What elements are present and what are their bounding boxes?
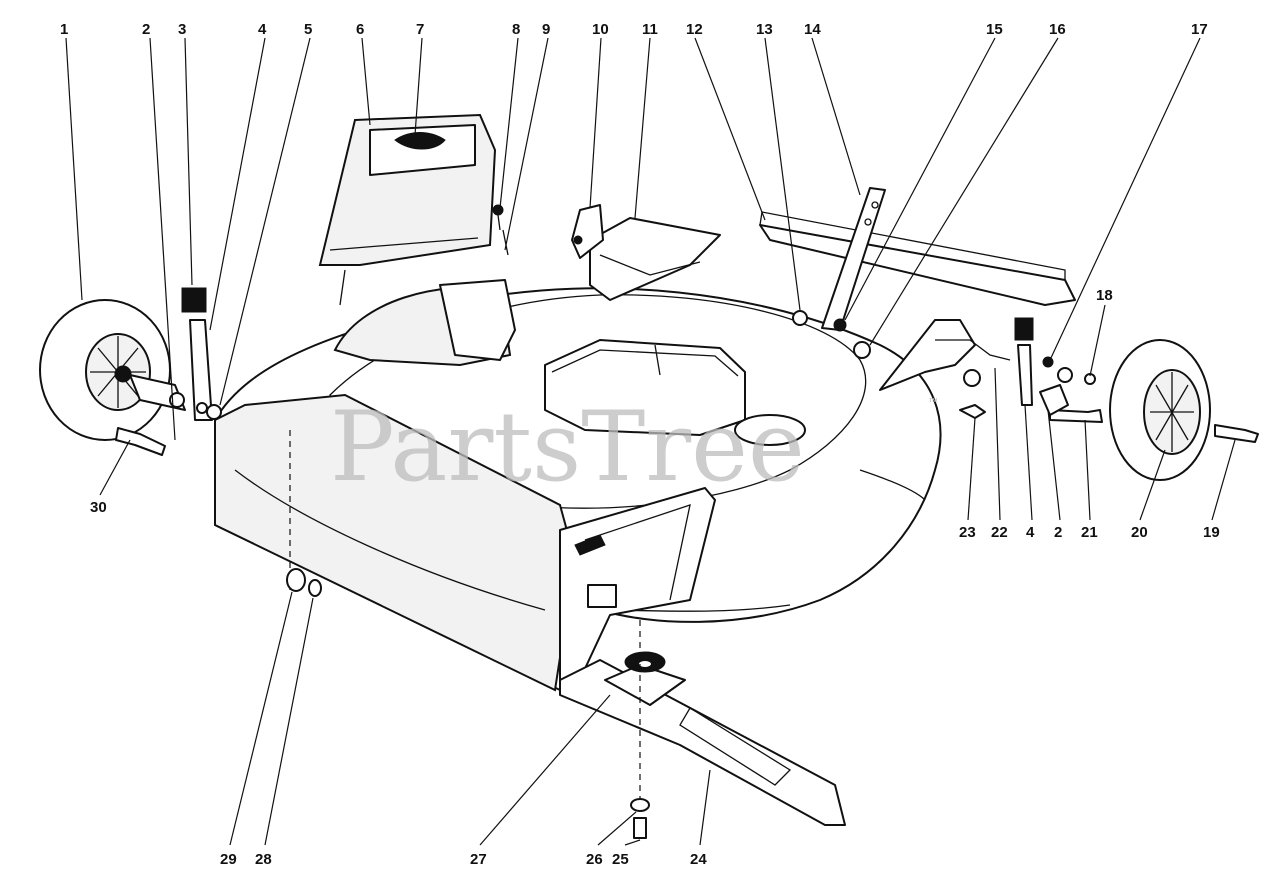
callout-17: 17 [1191,21,1208,38]
callout-19: 19 [1203,524,1220,541]
callout-5: 5 [304,21,312,38]
callout-8: 8 [512,21,520,38]
callout-numbers: 1 2 3 4 5 6 7 8 9 10 11 12 13 14 15 16 1… [60,21,1220,868]
callout-12: 12 [686,21,703,38]
callout-22: 22 [991,524,1008,541]
callout-26: 26 [586,851,603,868]
callout-25: 25 [612,851,629,868]
callout-18: 18 [1096,287,1113,304]
callout-3: 3 [178,21,186,38]
callout-14: 14 [804,21,821,38]
mower-deck [214,217,942,692]
callout-27: 27 [470,851,487,868]
right-wheel-assembly [1014,317,1259,481]
callout-4: 4 [258,21,267,38]
callout-2: 2 [142,21,150,38]
callout-10: 10 [592,21,609,38]
callout-1: 1 [60,21,68,38]
callout-7: 7 [416,21,424,38]
callout-28: 28 [255,851,272,868]
callout-24: 24 [690,851,707,868]
callout-6: 6 [356,21,364,38]
callout-13: 13 [756,21,773,38]
callout-11: 11 [642,21,658,38]
callout-30: 30 [90,499,107,516]
callout-16: 16 [1049,21,1066,38]
rear-brackets [759,187,1076,419]
blade-assembly [286,568,846,839]
watermark-text: PartsTree [330,391,805,503]
callout-2-right: 2 [1054,524,1062,541]
callout-9: 9 [542,21,550,38]
callout-21: 21 [1081,524,1098,541]
left-wheel-assembly [39,287,222,456]
callout-23: 23 [959,524,976,541]
callout-29: 29 [220,851,237,868]
callout-20: 20 [1131,524,1148,541]
watermark: PartsTree ™ [330,391,938,503]
watermark-trademark: ™ [928,397,938,408]
cover-plate [318,113,497,306]
callout-4-right: 4 [1026,524,1035,541]
callout-15: 15 [986,21,1003,38]
small-fasteners [492,204,604,259]
leader-lines [65,37,1236,846]
